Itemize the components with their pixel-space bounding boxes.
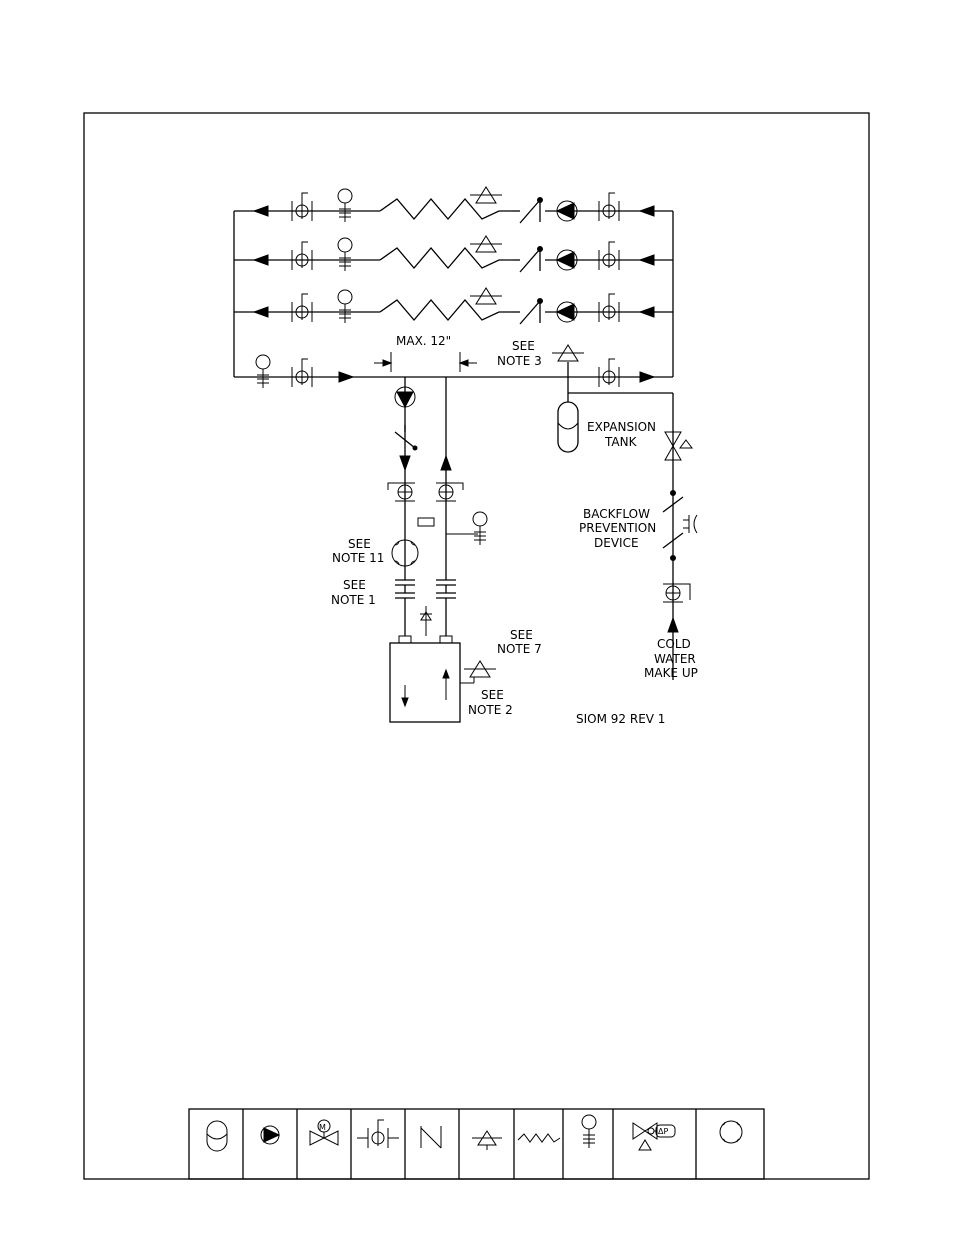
note1-label-a: SEE [343, 578, 366, 592]
note7-label-a: SEE [510, 628, 533, 642]
branch-row-3 [254, 288, 654, 323]
note11-label-a: SEE [348, 537, 371, 551]
expansion-label-b: TANK [604, 435, 638, 449]
text-labels: SEE NOTE 3 EXPANSION TANK BACKFLOW PREVE… [331, 339, 698, 726]
flow-switch-icon [720, 1121, 742, 1143]
check-valve-icon [421, 1126, 441, 1148]
svg-text:M: M [319, 1123, 326, 1132]
backflow-label-c: DEVICE [594, 536, 639, 550]
backflow-label-a: BACKFLOW [583, 507, 650, 521]
pressure-differential-valve-icon: ΔP [633, 1123, 675, 1150]
cold-water-label-b: WATER [654, 652, 696, 666]
thermometer-gauge-icon [582, 1115, 596, 1148]
branch-row-1 [254, 187, 654, 222]
expansion-tank [558, 402, 578, 452]
isolation-valve-icon [357, 1120, 399, 1148]
note11-label-b: NOTE 11 [332, 551, 384, 565]
note2-label-b: NOTE 2 [468, 703, 513, 717]
boiler-supply-symbols [388, 387, 418, 598]
page-border [84, 113, 869, 1179]
boiler-return-symbols [418, 456, 487, 636]
max-12-dimension: MAX. 12" [374, 334, 477, 372]
pump-icon [261, 1126, 279, 1144]
note3-label-b: NOTE 3 [497, 354, 542, 368]
note3-label-a: SEE [512, 339, 535, 353]
symbol-legend: M [189, 1109, 764, 1179]
relief-valve-icon [472, 1131, 502, 1150]
note1-label-b: NOTE 1 [331, 593, 376, 607]
motorized-valve-icon: M [310, 1120, 338, 1145]
branch-row-2 [254, 236, 654, 271]
note7-label-b: NOTE 7 [497, 642, 542, 656]
main-line-symbols [256, 345, 654, 388]
expansion-label-a: EXPANSION [587, 420, 656, 434]
backflow-label-b: PREVENTION [579, 521, 656, 535]
drawing-number: SIOM 92 REV 1 [576, 712, 665, 726]
max-12-label: MAX. 12" [396, 334, 451, 348]
cold-water-label-c: MAKE UP [644, 666, 698, 680]
delta-p-label: ΔP [658, 1127, 668, 1136]
cold-water-label-a: COLD [657, 637, 691, 651]
note2-label-a: SEE [481, 688, 504, 702]
makeup-symbols [663, 432, 697, 632]
coil-icon [518, 1134, 560, 1142]
expansion-tank-icon [207, 1121, 227, 1151]
